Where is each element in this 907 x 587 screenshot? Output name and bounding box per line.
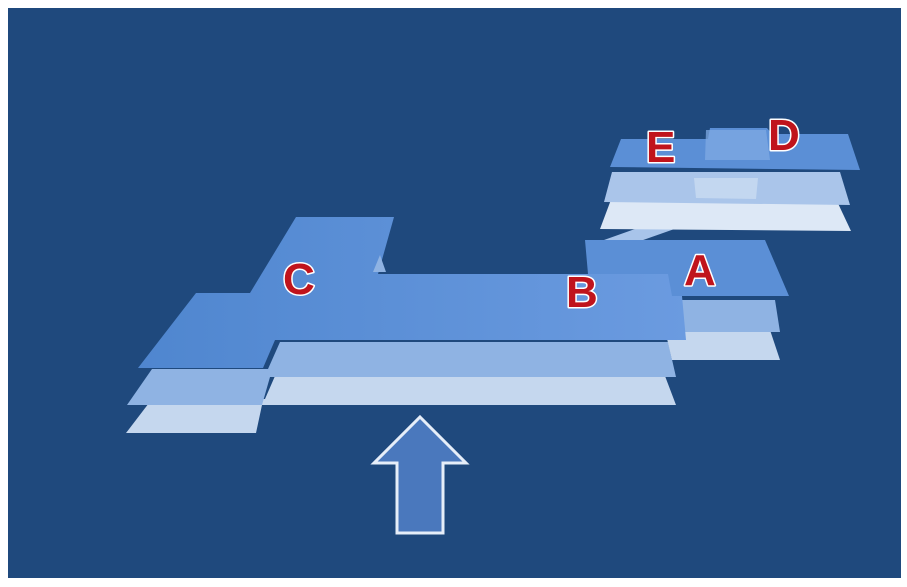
- main-layer-top: [138, 217, 686, 368]
- wing-a-layer-low: [665, 330, 780, 360]
- upper-layer-low: [600, 197, 851, 231]
- label-d: D: [768, 111, 800, 160]
- main-layer-mid: [127, 342, 676, 405]
- label-c: C: [283, 255, 315, 304]
- upper-layer-top: [610, 128, 860, 170]
- wing-a-layer-mid: [668, 300, 780, 332]
- label-e: E: [646, 123, 675, 172]
- main-layer-low: [126, 376, 676, 433]
- up-arrow-icon: [370, 414, 470, 535]
- upper-layer-mid: [604, 172, 850, 205]
- label-a: A: [684, 246, 716, 295]
- wing-a-layer-top: [585, 240, 789, 296]
- label-b: B: [566, 268, 598, 317]
